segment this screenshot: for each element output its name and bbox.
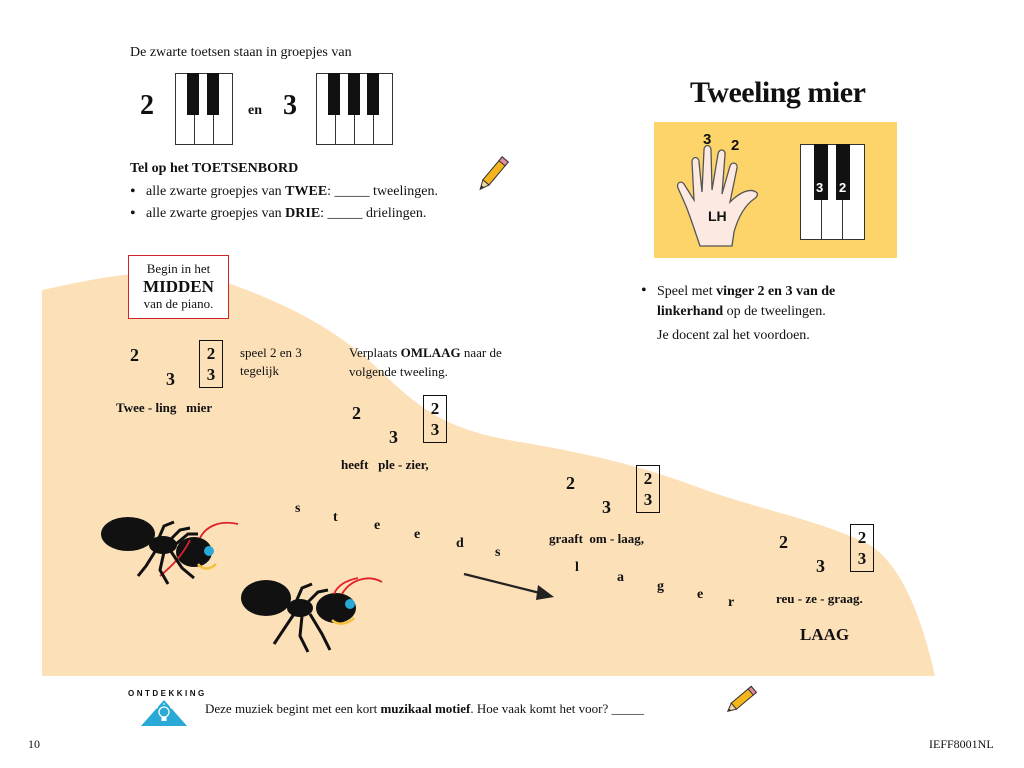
step1-lyric: Twee - ling mier xyxy=(116,400,213,415)
step4-chord-box: 2 3 xyxy=(850,524,874,572)
step2-chord-box: 2 3 xyxy=(423,395,447,443)
lightbulb-icon xyxy=(141,700,187,726)
step3-lyric: graaft om - laag, xyxy=(549,531,644,546)
step4-finger-2: 2 xyxy=(779,532,788,552)
start-box-line3: van de piano. xyxy=(143,295,214,311)
step2-box-bottom: 3 xyxy=(430,420,440,439)
steeds-letter-3: e xyxy=(374,518,381,533)
step4-lyric: reu - ze - graag. xyxy=(776,591,863,606)
pencil-icon xyxy=(479,156,509,191)
page-number: 10 xyxy=(28,737,40,751)
count-line-three: alle zwarte groepjes van DRIE: _____ dri… xyxy=(130,205,426,223)
step2-finger-3: 3 xyxy=(389,427,398,447)
step1-box-top: 2 xyxy=(206,344,216,363)
start-middle-box: Begin in het MIDDEN van de piano. xyxy=(128,255,229,319)
word-en: en xyxy=(248,103,262,118)
group-two-number: 2 xyxy=(140,90,154,121)
laag-label: LAAG xyxy=(800,625,850,644)
step3-finger-3: 3 xyxy=(602,497,611,517)
step4-box-bottom: 3 xyxy=(857,549,867,568)
lager-letter-3: g xyxy=(657,579,664,594)
step1-finger-3: 3 xyxy=(166,369,175,389)
left-hand-icon xyxy=(676,144,759,247)
document-code: IEFF8001NL xyxy=(929,737,994,751)
count-line-two: alle zwarte groepjes van TWEE: _____ twe… xyxy=(130,183,438,201)
steeds-letter-5: d xyxy=(456,536,464,551)
discovery-question: Deze muziek begint met een kort muzikaal… xyxy=(205,701,644,716)
start-box-line1: Begin in het xyxy=(146,261,211,277)
lager-letter-2: a xyxy=(617,570,624,585)
step1-note-line1: speel 2 en 3 xyxy=(240,345,302,360)
intro-text: De zwarte toetsen staan in groepjes van xyxy=(130,45,352,60)
steeds-letter-1: s xyxy=(295,501,301,516)
step2-finger-2: 2 xyxy=(352,403,361,423)
lager-letter-5: r xyxy=(728,595,735,610)
step3-chord-box: 2 3 xyxy=(636,465,660,513)
step2-box-top: 2 xyxy=(430,399,440,418)
start-box-line2: MIDDEN xyxy=(143,277,214,297)
two-black-keys-diagram xyxy=(175,73,233,145)
finger-instruction: Speel met vinger 2 en 3 van delinkerhand… xyxy=(641,281,887,322)
step2-lyric: heeft ple - zier, xyxy=(341,457,429,472)
lager-letter-1: l xyxy=(575,560,579,575)
finger-3-label: 3 xyxy=(703,131,712,148)
pencil-icon-bottom xyxy=(726,685,758,713)
step1-box-bottom: 3 xyxy=(206,365,216,384)
twin-keys-diagram xyxy=(800,144,865,240)
finger-2-label: 2 xyxy=(731,137,740,154)
left-hand-label: LH xyxy=(708,208,727,224)
step1-chord-box: 2 3 xyxy=(199,340,223,388)
ant-illustration-large xyxy=(101,517,239,585)
step1-note-line2: tegelijk xyxy=(240,363,279,378)
step4-box-top: 2 xyxy=(857,528,867,547)
group-three-number: 3 xyxy=(283,90,297,121)
step4-finger-3: 3 xyxy=(816,556,825,576)
arrow-down-right-icon xyxy=(463,572,554,600)
step3-box-bottom: 3 xyxy=(643,490,653,509)
step3-finger-2: 2 xyxy=(566,473,575,493)
steeds-letter-2: t xyxy=(333,510,338,525)
step1-finger-2: 2 xyxy=(130,345,139,365)
teacher-note: Je docent zal het voordoen. xyxy=(657,328,810,343)
page-title: Tweeling mier xyxy=(690,76,866,109)
three-black-keys-diagram xyxy=(316,73,393,145)
move-down-note: Verplaats OMLAAG naar de volgende tweeli… xyxy=(349,345,502,379)
lager-letter-4: e xyxy=(697,587,704,602)
discovery-label: ONTDEKKING xyxy=(128,689,207,698)
key-label-3: 3 xyxy=(816,180,824,195)
key-label-2: 2 xyxy=(839,180,847,195)
steeds-letter-6: s xyxy=(495,545,501,560)
steeds-letter-4: e xyxy=(414,527,421,542)
step1-play-together-note: speel 2 en 3 tegelijk xyxy=(240,344,302,380)
step3-box-top: 2 xyxy=(643,469,653,488)
ant-illustration-small xyxy=(241,577,383,653)
count-heading: Tel op het TOETSENBORD xyxy=(130,161,299,176)
